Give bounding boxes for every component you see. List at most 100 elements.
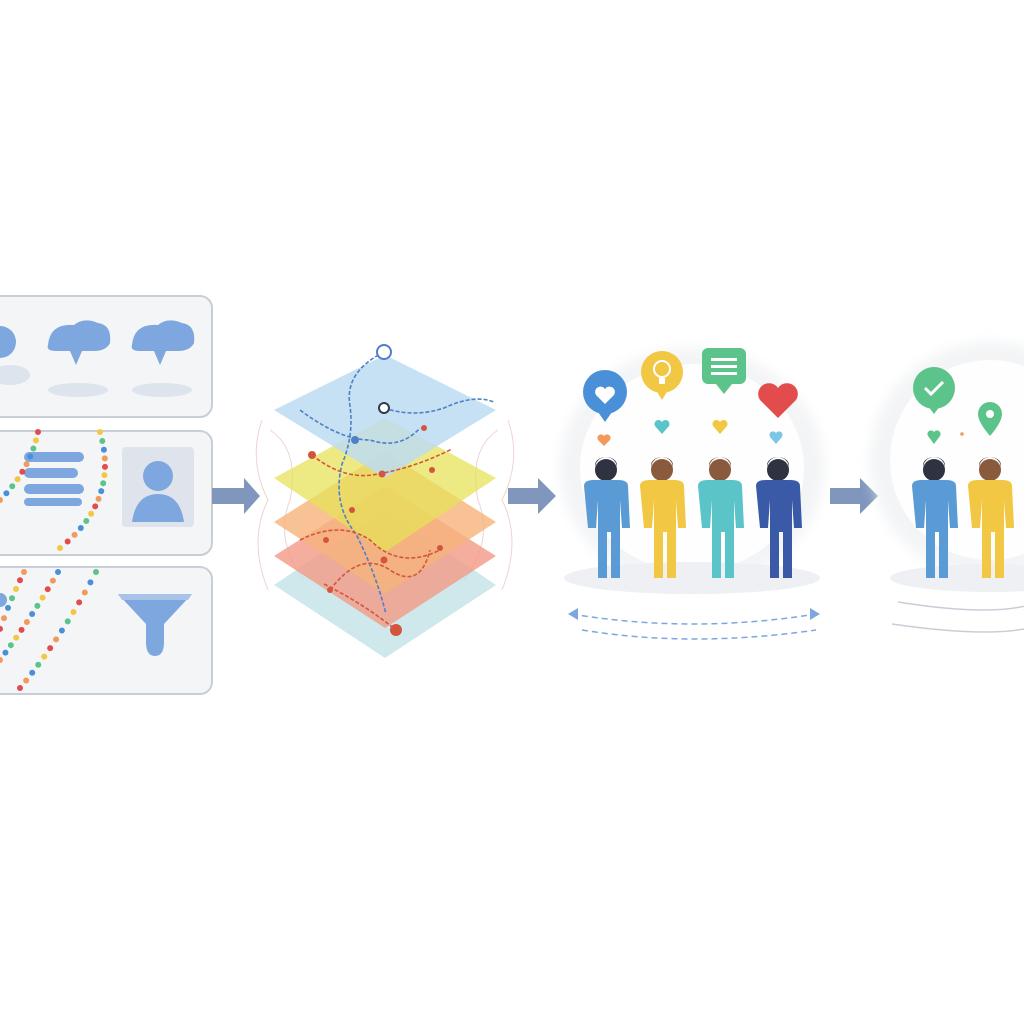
trail-dot	[21, 569, 27, 575]
trail-dot	[29, 610, 36, 617]
location-pin-icon	[978, 402, 1002, 436]
trail-dot	[97, 429, 103, 435]
network-nodes	[308, 344, 443, 636]
trail-dot	[70, 608, 77, 615]
trail-dot	[23, 677, 30, 684]
people-row	[584, 457, 802, 578]
trail-dot	[9, 483, 16, 490]
trail-dot	[2, 649, 9, 656]
rotation-arrowhead-right	[810, 608, 820, 620]
trail-dot	[81, 589, 88, 596]
trail-dot	[34, 602, 41, 609]
trail-dot	[92, 503, 99, 510]
validated-group	[870, 342, 1024, 633]
trail-dot	[88, 510, 95, 517]
trail-dot	[101, 472, 108, 479]
trail-dot	[19, 468, 26, 475]
trail-dot	[27, 453, 34, 460]
trail-dot	[1, 615, 7, 622]
trail-dot	[47, 645, 54, 652]
trail-dot	[9, 595, 15, 602]
people-row-validated	[912, 457, 1014, 578]
input-card-clouds	[0, 295, 213, 418]
trail-dot	[35, 429, 41, 435]
trail-dot	[0, 625, 3, 632]
platform-rings	[891, 601, 1024, 633]
trail-dot	[58, 627, 65, 634]
rotation-arrowhead-left	[568, 608, 578, 620]
profile-picture-icon	[122, 447, 194, 527]
blue-dot-icon	[0, 593, 7, 607]
trail-dot	[55, 569, 61, 575]
trail-dot	[98, 488, 105, 495]
trail-dot	[41, 653, 48, 660]
lightbulb-bubble-icon	[641, 351, 683, 400]
small-reaction-icons	[597, 419, 783, 446]
layer-blue-top	[274, 355, 496, 478]
person-figure	[584, 457, 630, 578]
trail-dot	[13, 634, 20, 641]
small-validated-icons	[927, 430, 964, 444]
red-heart-icon	[758, 383, 798, 418]
flow-arrow-2	[508, 478, 556, 514]
flow-arrow-1	[212, 478, 260, 514]
layered-network	[255, 344, 515, 658]
trail-dot	[64, 618, 71, 625]
trail-dot	[100, 480, 107, 487]
trail-dot	[64, 538, 71, 545]
trail-dot	[32, 437, 39, 444]
trail-dot	[49, 577, 56, 584]
cloud-icon-left	[0, 326, 30, 385]
trail-dot	[39, 594, 46, 601]
trail-dot	[71, 531, 78, 538]
flow-arrow-3	[830, 478, 878, 514]
filter-funnel-icon	[118, 594, 192, 656]
trail-dot	[7, 642, 14, 649]
person-figure	[756, 457, 802, 578]
trail-dot	[93, 569, 99, 575]
group-platform	[564, 562, 820, 594]
trail-dot	[3, 490, 10, 497]
trail-dot	[57, 545, 63, 551]
trail-dot	[17, 685, 23, 691]
trail-dot	[14, 476, 21, 483]
rotation-arrows	[571, 613, 817, 640]
feedback-group	[560, 348, 824, 640]
trail-dot	[0, 497, 3, 503]
trail-dot	[99, 437, 106, 444]
cloud-icon-middle	[47, 320, 111, 397]
text-lines-icon	[24, 452, 84, 506]
check-bubble-icon	[913, 367, 955, 414]
trail-dot	[0, 657, 3, 663]
trail-dot	[23, 461, 30, 468]
trail-dot	[30, 445, 37, 452]
trail-dot	[53, 636, 60, 643]
trail-dot	[101, 455, 108, 462]
person-figure	[912, 457, 958, 578]
trail-dot	[100, 446, 107, 453]
person-figure	[968, 457, 1014, 578]
input-cards	[0, 295, 213, 695]
trail-dot	[5, 604, 11, 611]
trail-dot	[23, 618, 30, 625]
trail-dot	[76, 599, 83, 606]
trail-dot	[83, 517, 90, 524]
trail-dot	[18, 626, 25, 633]
trail-dot	[13, 585, 19, 592]
trail-dot	[44, 586, 51, 593]
trail-dot	[17, 577, 23, 584]
trail-dot	[95, 495, 102, 502]
trail-dot	[77, 525, 84, 531]
trail-dot	[35, 661, 42, 668]
person-figure	[698, 457, 744, 578]
heart-bubble-icon	[583, 370, 627, 422]
data-dot-trails	[0, 429, 108, 691]
layer-yellow-green	[274, 418, 496, 552]
cloud-icon-right	[131, 320, 195, 397]
trail-dot	[101, 463, 108, 470]
trail-dot	[29, 669, 36, 676]
person-figure	[640, 457, 686, 578]
trail-dot	[87, 579, 94, 586]
message-bubble-icon	[702, 348, 746, 394]
